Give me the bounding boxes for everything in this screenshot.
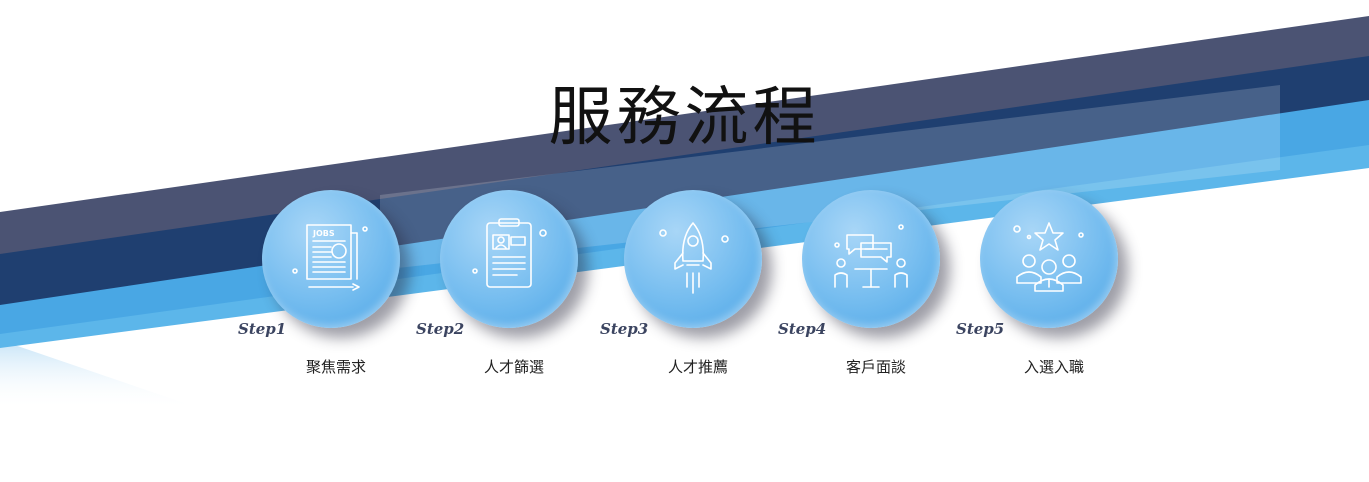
step-number: Step5 [956,320,1005,338]
step-1: JOBS Step1 聚焦需求 [236,190,426,390]
step-circle [980,190,1118,328]
step-circle [802,190,940,328]
step-number: Step3 [600,320,649,338]
step-3: Step3 人才推薦 [598,190,788,390]
step-number: Step2 [416,320,465,338]
svg-text:JOBS: JOBS [312,229,335,238]
step-5: Step5 入選入職 [954,190,1144,390]
step-label: 人才推薦 [668,358,729,376]
step-2: Step2 人才篩選 [414,190,604,390]
resume-clipboard-icon [472,218,547,288]
overlay-slab [380,85,1280,270]
jobs-newspaper-icon: JOBS [292,224,368,291]
page-title: 服務流程 [548,81,821,155]
fade-stripe [0,340,190,410]
step-label: 客戶面談 [846,358,907,376]
team-star-icon [1013,222,1084,292]
step-label: 入選入職 [1024,358,1085,376]
step-label: 聚焦需求 [306,358,367,376]
step-number: Step1 [238,320,287,338]
rocket-icon [659,222,729,294]
step-label: 人才篩選 [484,358,545,376]
step-circle [624,190,762,328]
step-circle: JOBS [262,190,400,328]
interview-table-icon [834,224,908,288]
step-circle [440,190,578,328]
step-number: Step4 [778,320,827,338]
step-4: Step4 客戶面談 [776,190,966,390]
